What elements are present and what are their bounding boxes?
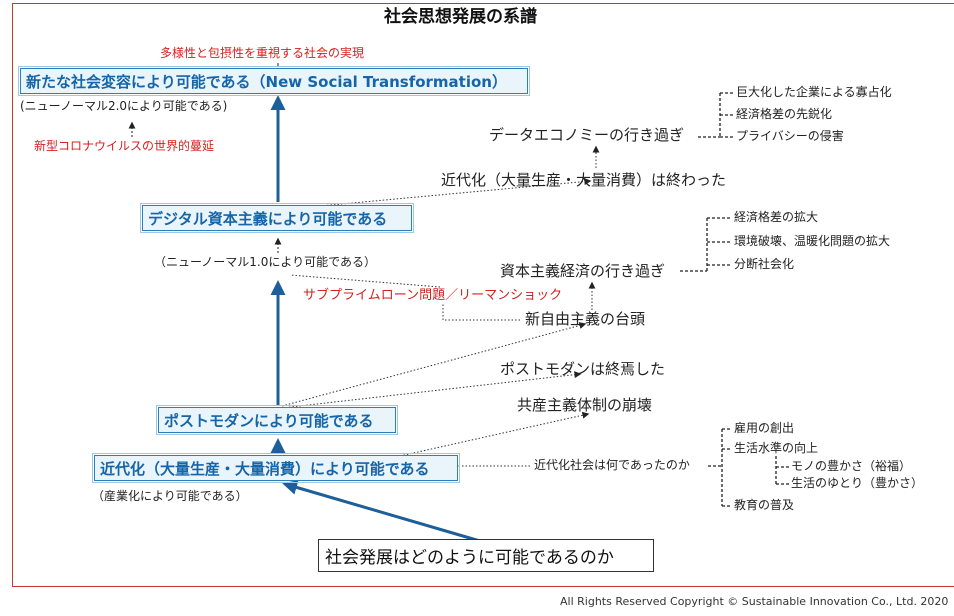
arrow-subprime-to-digital — [289, 274, 441, 288]
box-new-social-transformation: 新たな社会変容により可能である（New Social Transformatio… — [18, 66, 530, 96]
diagram-title: 社会思想発展の系譜 — [384, 7, 537, 27]
effect-education: 教育の普及 — [734, 498, 795, 512]
label-data-economy: データエコノミーの行き過ぎ — [489, 126, 685, 144]
effect-privacy-violation: プライバシーの侵害 — [736, 129, 844, 143]
arrow-neoliberal-to-subprime — [442, 304, 520, 321]
label-corona: 新型コロナウイルスの世界的蔓延 — [34, 139, 215, 153]
bracket-capitalism — [680, 217, 732, 272]
effect-living-standard: 生活水準の向上 — [734, 441, 819, 455]
effect-employment-creation: 雇用の創出 — [734, 421, 795, 435]
arrow-modern-to-communism — [399, 411, 590, 457]
label-postmodern-ended: ポストモダンは終焉した — [500, 360, 666, 378]
label-modernization-ended: 近代化（大量生産・大量消費）は終わった — [441, 171, 727, 189]
effect-oligopoly: 巨大化した企業による寡占化 — [736, 85, 892, 99]
bracket-modern-society — [708, 428, 789, 507]
label-diversity: 多様性と包摂性を重視する社会の実現 — [160, 46, 365, 60]
box-postmodern: ポストモダンにより可能である — [156, 405, 398, 435]
diagram-frame — [12, 3, 954, 587]
label-subprime: サブプライムローン問題／リーマンショック — [303, 288, 563, 303]
effect-life-comfort: 生活のゆとり（豊かさ） — [791, 476, 924, 490]
effect-economic-gap-sharpening: 経済格差の先鋭化 — [736, 107, 833, 121]
label-new-normal-2: (ニューノーマル2.0により可能である) — [20, 99, 228, 113]
bracket-data-economy — [698, 92, 734, 138]
arrow-postmodern-to-postmodern-ended — [281, 371, 582, 409]
label-new-normal-1: （ニューノーマル1.0により可能である） — [154, 255, 377, 269]
label-capitalism-excess: 資本主義経済の行き過ぎ — [500, 262, 666, 280]
box-digital-capitalism: デジタル資本主義により可能である — [140, 203, 414, 233]
effect-material-wealth: モノの豊かさ（裕福） — [791, 459, 912, 473]
label-neoliberalism: 新自由主義の台頭 — [525, 310, 646, 328]
label-modern-society-question: 近代化社会は何であったのか — [534, 458, 690, 472]
arrow-question-to-modernization — [282, 480, 481, 543]
label-communism-collapse: 共産主義体制の崩壊 — [517, 396, 653, 414]
effect-environmental-destruction: 環境破壊、温暖化問題の拡大 — [734, 234, 891, 248]
box-modernization: 近代化（大量生産・大量消費）により可能である — [92, 453, 460, 483]
effect-economic-gap-expansion: 経済格差の拡大 — [734, 210, 819, 224]
effect-divided-society: 分断社会化 — [734, 257, 795, 271]
label-industrialization: （産業化により可能である） — [92, 489, 248, 503]
box-social-development-question: 社会発展はどのように可能であるのか — [318, 539, 654, 572]
copyright-notice: All Rights Reserved Copyright © Sustaina… — [560, 595, 949, 608]
